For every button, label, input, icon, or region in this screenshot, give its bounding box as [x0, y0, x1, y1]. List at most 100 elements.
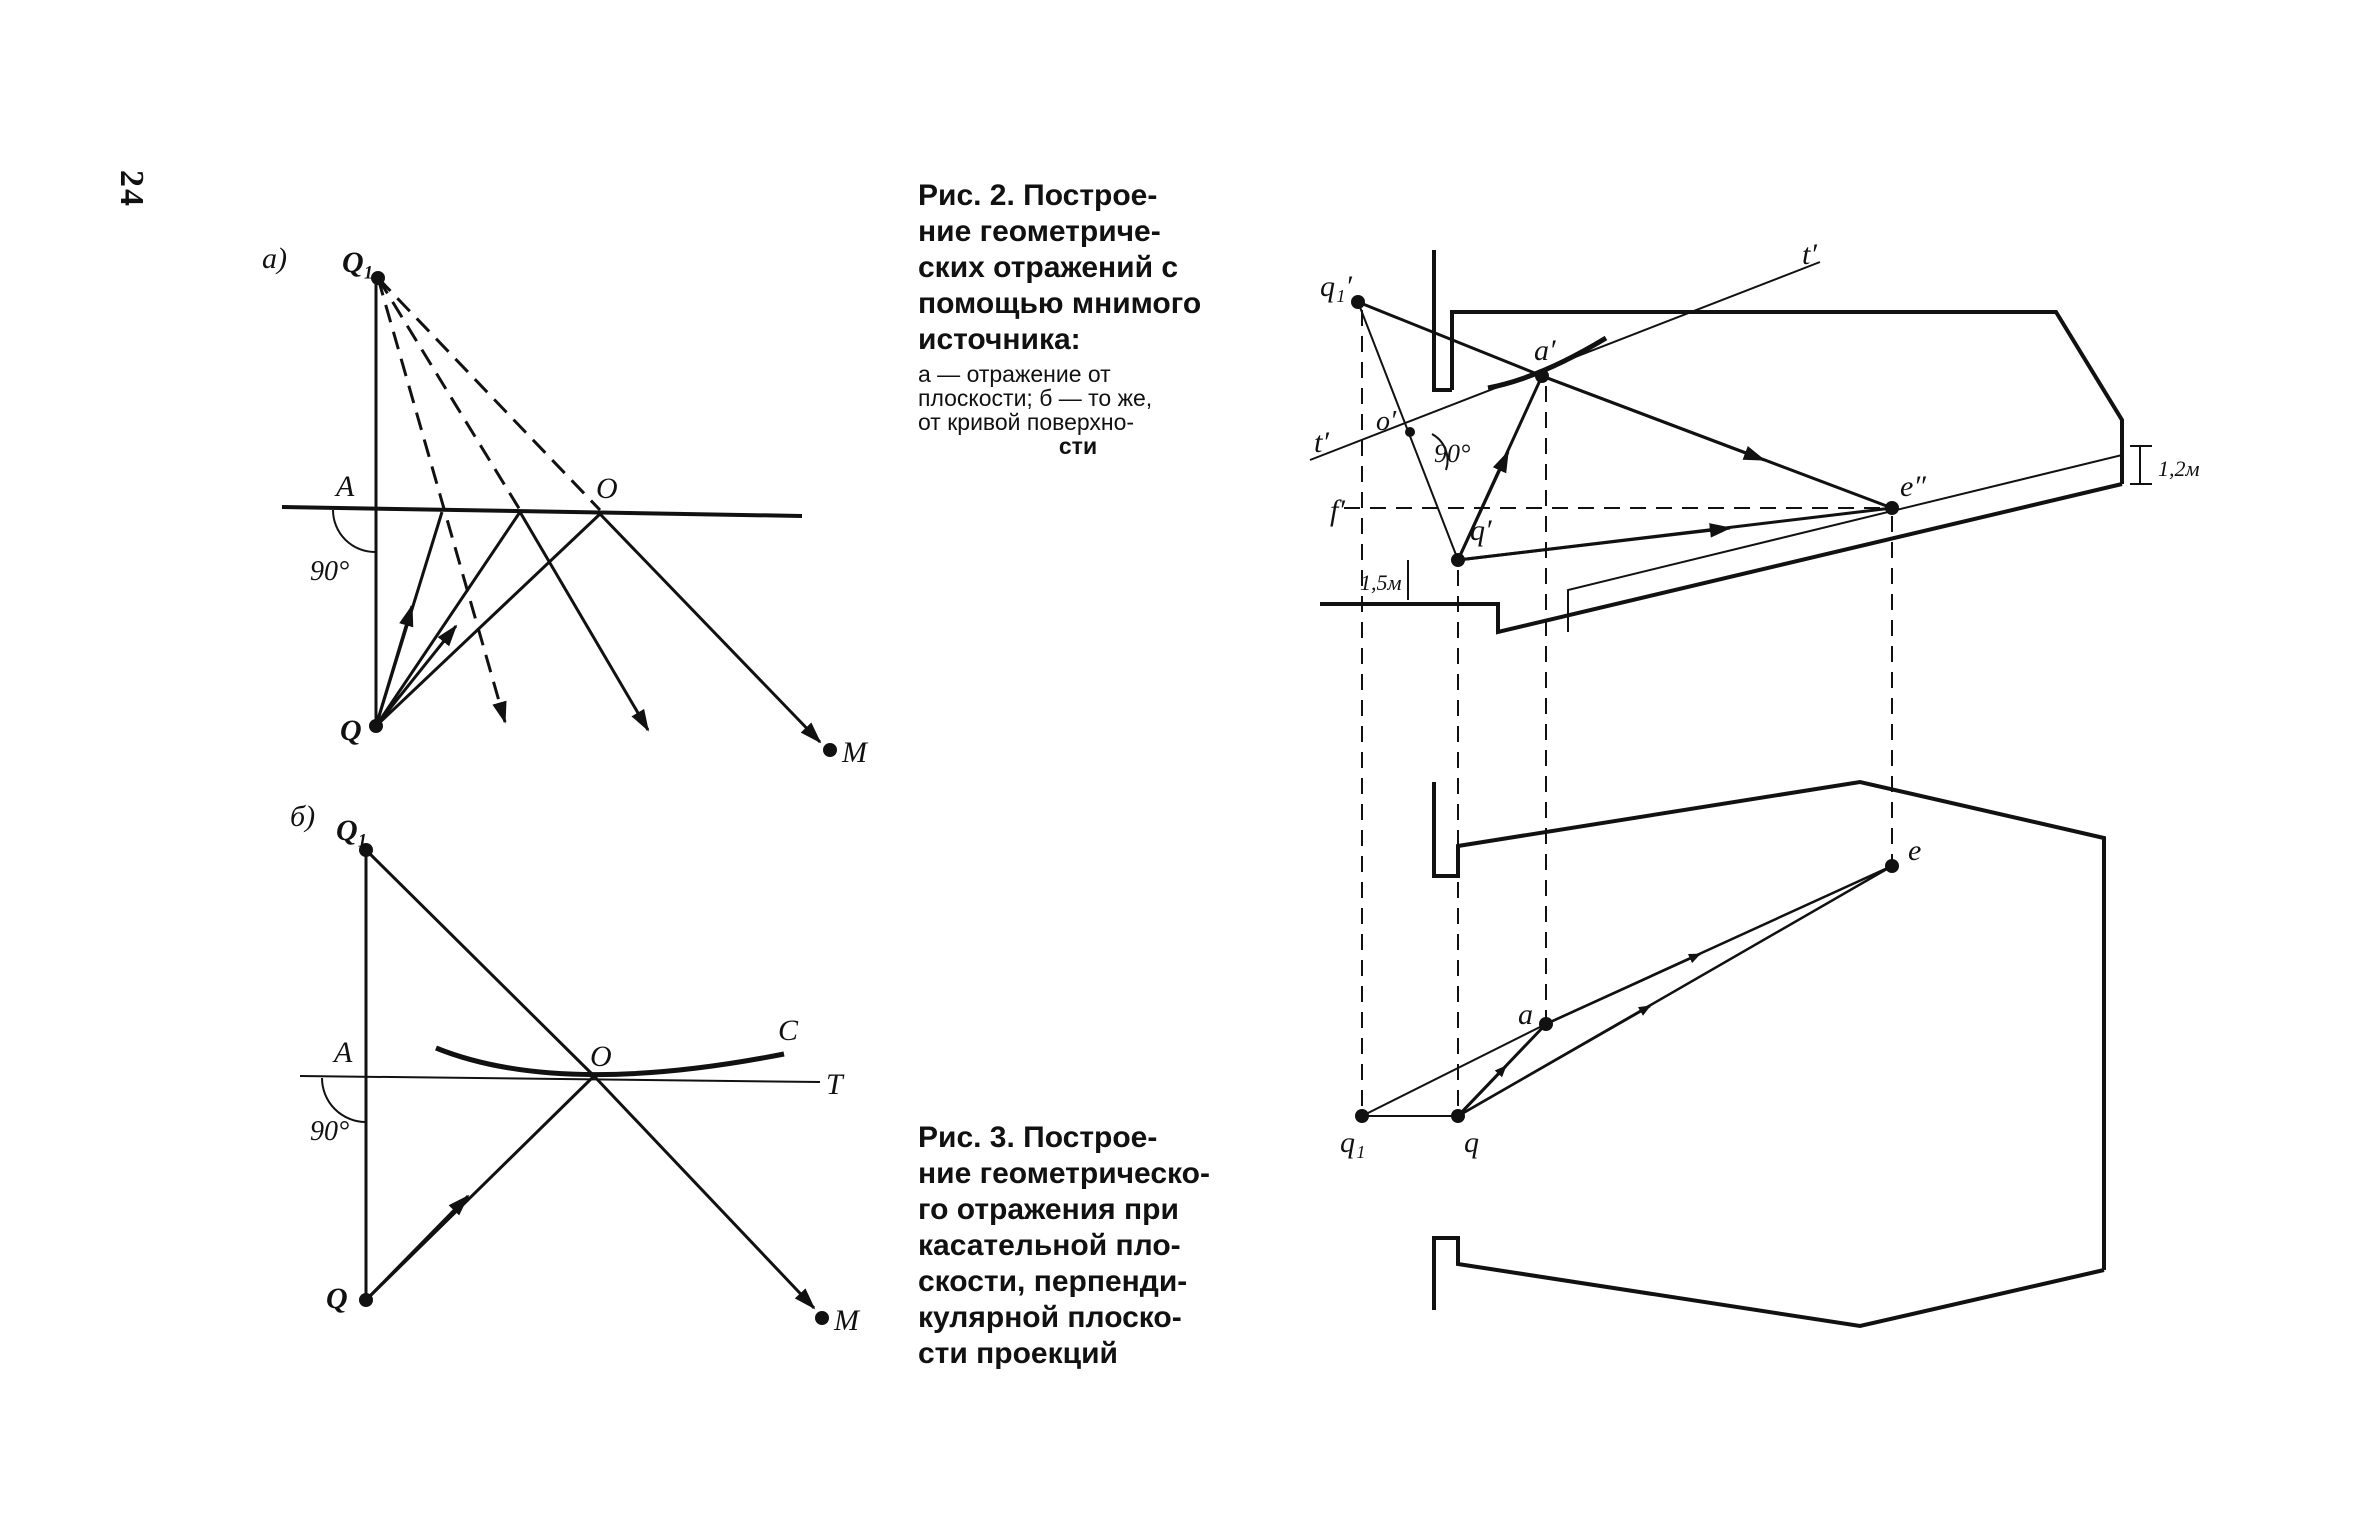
caption-line: кулярной плоско-	[918, 1301, 1182, 1334]
label-T: T	[826, 1068, 845, 1101]
panel-label-b: б)	[290, 800, 315, 833]
point-e	[1885, 859, 1899, 873]
point-q1-prime	[1351, 295, 1365, 309]
label-A: A	[332, 1036, 353, 1069]
caption-line: ние геометрическо-	[918, 1157, 1210, 1190]
reflected-ray-3	[598, 512, 822, 744]
caption-line: го отражения при	[918, 1193, 1179, 1226]
caption-line: ние геометриче-	[918, 215, 1161, 248]
caption-note-line: от кривой поверхно-	[918, 409, 1135, 435]
label-O: O	[590, 1040, 612, 1073]
caption-note-line: а — отражение от	[918, 361, 1111, 387]
point-Q	[359, 1293, 373, 1307]
label-q-prime: q′	[1470, 514, 1492, 547]
point-q	[1451, 1109, 1465, 1123]
label-t-prime-left: t′	[1314, 426, 1329, 459]
arrow	[1456, 450, 1510, 561]
panel-label-a: а)	[262, 242, 287, 275]
arrow	[1457, 1004, 1651, 1118]
point-M	[815, 1311, 829, 1325]
angle-label: 90°	[310, 556, 349, 587]
right-angle-arc	[321, 1077, 367, 1123]
virtual-ray-2	[376, 277, 522, 511]
point-e-prime	[1885, 501, 1899, 515]
arrow	[1457, 523, 1732, 562]
figure-3-caption: Рис. 3. Построе- ние геометрическо- го о…	[918, 1120, 1238, 1372]
caption-note-line: плоскости; б — то же,	[918, 385, 1153, 411]
plan-virtual-ray	[1361, 1023, 1547, 1117]
label-a: a	[1518, 998, 1533, 1031]
tangent-line	[299, 1075, 821, 1083]
caption-line: ских отражений с	[918, 251, 1179, 284]
virtual-ray-3	[376, 276, 602, 512]
point-a	[1539, 1017, 1553, 1031]
arrow	[1545, 952, 1701, 1026]
label-o-prime: o′	[1376, 406, 1397, 437]
mirror-plane	[281, 505, 803, 518]
label-M: M	[833, 1304, 861, 1337]
caption-note-line: сти	[1058, 433, 1098, 459]
caption-line: касательной пло-	[918, 1229, 1181, 1262]
angle-label: 90°	[310, 1116, 349, 1147]
caption-line: Рис. 2. Построе-	[918, 179, 1158, 212]
label-O: O	[596, 472, 618, 505]
angle-label: 90°	[1434, 439, 1470, 468]
figure-3-caption-title: Рис. 3. Построе- ние геометрическо- го о…	[918, 1120, 1238, 1372]
arrow	[374, 604, 414, 727]
label-Q: Q	[326, 1282, 348, 1315]
incident-ray-2	[374, 511, 522, 727]
point-a-prime	[1535, 369, 1549, 383]
point-M	[823, 743, 837, 757]
label-A: A	[334, 470, 355, 503]
hall-floor	[1320, 482, 2123, 635]
figure-3: q₁′ t′ a′ o′ t′ 90° f′ q′ e″ 1,5м 1,2м e…	[1309, 238, 2200, 1329]
label-e-prime: e″	[1900, 470, 1926, 503]
label-C: C	[778, 1014, 799, 1047]
point-Q1	[371, 271, 385, 285]
figure-2b: б) Q₁ A O C T 90° Q M	[290, 800, 861, 1337]
plan-outline-lower	[1432, 1236, 2105, 1329]
label-f-prime: f′	[1330, 494, 1345, 527]
figure-2-caption-title: Рис. 2. Построе- ние геометриче- ских от…	[918, 178, 1238, 358]
reflected-ray	[592, 1074, 816, 1310]
label-t-prime-top: t′	[1802, 238, 1817, 271]
label-a-prime: a′	[1534, 334, 1556, 367]
label-Q1: Q₁	[342, 246, 374, 279]
dimension-label-1-2: 1,2м	[2158, 456, 2200, 481]
point-q-prime	[1451, 553, 1465, 567]
point-o-prime	[1405, 427, 1415, 437]
arrow	[1456, 1064, 1508, 1118]
caption-line: скости, перпенди-	[918, 1265, 1188, 1298]
reflected-ray-2	[518, 511, 650, 732]
figure-2a: а) Q₁ A O 90° Q M	[262, 242, 869, 769]
curved-surface	[435, 1045, 785, 1078]
virtual-ray-1	[376, 277, 507, 724]
label-Q: Q	[340, 714, 362, 747]
point-Q	[369, 719, 383, 733]
caption-line: сти проекций	[918, 1337, 1118, 1370]
label-q1: q₁	[1340, 1126, 1365, 1159]
stage-floor-thin	[1567, 453, 2123, 632]
figure-2-caption-note: а — отражение от плоскости; б — то же, о…	[918, 362, 1238, 458]
arrow	[1541, 374, 1766, 462]
virtual-ray	[1357, 300, 1543, 378]
virtual-ray	[364, 848, 596, 1078]
label-M: M	[841, 736, 869, 769]
caption-line: Рис. 3. Построе-	[918, 1121, 1158, 1154]
label-e: e	[1908, 834, 1921, 867]
plan-outline-upper	[1432, 779, 2106, 1270]
label-Q1: Q₁	[336, 814, 368, 847]
caption-line: помощью мнимого	[918, 287, 1202, 320]
point-Q1	[359, 843, 373, 857]
arrow	[364, 1194, 470, 1302]
arrow	[374, 624, 458, 727]
incident-ray-3	[374, 512, 602, 728]
dimension-label-1-5: 1,5м	[1360, 570, 1402, 595]
label-q: q	[1464, 1126, 1479, 1159]
wall-left-upper	[1432, 250, 1452, 392]
right-angle-arc	[332, 509, 377, 554]
point-q1	[1355, 1109, 1369, 1123]
hall-ceiling	[1450, 310, 2124, 484]
label-q1-prime: q₁′	[1320, 270, 1352, 303]
